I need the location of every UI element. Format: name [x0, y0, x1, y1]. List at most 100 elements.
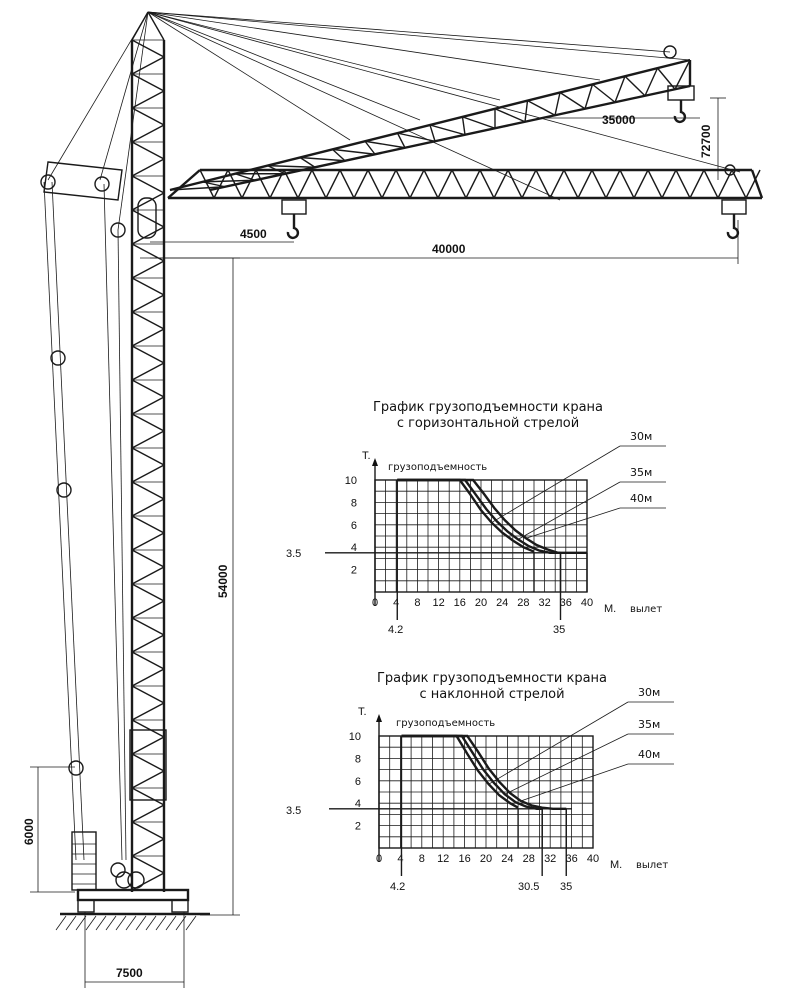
- chart1-subtitle: с горизонтальной стрелой: [397, 416, 579, 431]
- x-tick-label: 0: [372, 597, 378, 609]
- pulley-icon: [50, 350, 66, 366]
- stay-cable: [147, 11, 501, 101]
- hjib-lattice: [549, 169, 565, 199]
- back-stay: [117, 11, 149, 231]
- y-tick-label: 2: [355, 821, 361, 833]
- ground-hatch: [155, 915, 167, 931]
- hjib-lattice: [703, 169, 719, 199]
- ground-hatch: [125, 915, 137, 931]
- x-tick-label: 24: [501, 853, 513, 865]
- tower-lattice: [131, 328, 165, 347]
- hjib-tip: [750, 169, 764, 199]
- pulley-icon: [56, 482, 72, 498]
- series-line-35м: [397, 478, 561, 554]
- ijib-lattice: [461, 116, 466, 135]
- hjib-lattice: [199, 169, 215, 199]
- stay-cable: [147, 11, 741, 173]
- hjib-lattice: [311, 169, 327, 199]
- hjib-lattice: [675, 169, 691, 199]
- ground-hatch: [75, 915, 87, 931]
- pulley-icon: [94, 176, 110, 192]
- tower-lattice: [131, 56, 165, 75]
- chart1-ylabel: Т.: [362, 450, 371, 462]
- tower-lattice: [131, 617, 165, 636]
- hoist-rope: [43, 181, 77, 861]
- hjib-lattice: [521, 169, 537, 199]
- back-stay: [99, 11, 149, 181]
- hjib-lattice: [255, 169, 271, 199]
- y-tick-label: 4: [355, 798, 361, 810]
- ijib-lattice: [202, 181, 226, 188]
- chart2-ylabel: Т.: [358, 706, 367, 718]
- hoist-rope: [103, 183, 123, 861]
- tower-lattice: [131, 804, 165, 823]
- series-label: 30м: [630, 430, 652, 443]
- tower-lattice: [131, 770, 165, 789]
- series-line-30м: [397, 478, 535, 553]
- hjib-lattice: [647, 169, 663, 199]
- x-tick-label: 12: [437, 853, 449, 865]
- tower-lattice: [131, 73, 165, 92]
- tower-lattice: [131, 702, 165, 721]
- winch-drum: [115, 871, 133, 889]
- series-leader: [491, 445, 621, 523]
- tower-lattice: [131, 464, 165, 483]
- x-tick-label: 16: [454, 597, 466, 609]
- series-leader: [488, 701, 629, 785]
- tower-lattice: [131, 243, 165, 262]
- tower-lattice: [131, 651, 165, 670]
- dimension-lines: 35000 72700 4500 40000 54000 6000 7500: [22, 97, 739, 988]
- tower-lattice: [131, 685, 165, 704]
- chart2-marker-x1: 4.2: [390, 881, 405, 893]
- hjib-lattice: [563, 169, 579, 199]
- tower-lattice: [131, 498, 165, 517]
- y-tick-label: 6: [355, 776, 361, 788]
- stay-cable: [147, 11, 561, 201]
- chart2-xcaption: вылет: [636, 860, 668, 871]
- hjib-lattice: [339, 169, 355, 199]
- hjib-lattice: [689, 169, 705, 199]
- tower-lattice: [131, 753, 165, 772]
- y-tick-label: 10: [349, 731, 361, 743]
- ground-hatch: [85, 915, 97, 931]
- dim-label-72700: 72700: [699, 124, 713, 158]
- tower-lattice: [131, 566, 165, 585]
- chart1-xlabel: М.: [604, 603, 616, 615]
- chart1-marker-x2: 35: [553, 624, 565, 636]
- x-tick-label: 4: [397, 853, 403, 865]
- tower-lattice: [131, 447, 165, 466]
- bogie-right: [171, 899, 189, 913]
- x-tick-label: 12: [432, 597, 444, 609]
- tower-lattice: [131, 209, 165, 228]
- chart1-xcaption: вылет: [630, 604, 662, 615]
- y-axis-arrow: [372, 458, 378, 466]
- tower-lattice: [131, 226, 165, 245]
- dim-label-4500: 4500: [240, 227, 267, 241]
- support-cables: [40, 11, 741, 878]
- ground-hatch: [65, 915, 77, 931]
- tower-lattice: [131, 855, 165, 874]
- x-tick-label: 28: [517, 597, 529, 609]
- chart2-markers: [329, 736, 572, 876]
- x-tick-label: 40: [587, 853, 599, 865]
- hjib-lattice: [479, 169, 495, 199]
- y-tick-label: 10: [345, 475, 357, 487]
- tower-lattice: [131, 158, 165, 177]
- x-tick-label: 8: [414, 597, 420, 609]
- series-leader: [504, 733, 629, 795]
- x-tick-label: 28: [523, 853, 535, 865]
- series-line-40м: [401, 734, 567, 810]
- y-axis-arrow: [376, 714, 382, 722]
- hjib-lattice: [717, 169, 733, 199]
- hjib-lattice: [493, 169, 509, 199]
- chart2-xlabel: М.: [610, 859, 622, 871]
- tower-lattice: [131, 600, 165, 619]
- hjib-lattice: [437, 169, 453, 199]
- ijib-lattice: [202, 179, 256, 183]
- hjib-root: [167, 169, 201, 199]
- hjib-lattice: [409, 169, 425, 199]
